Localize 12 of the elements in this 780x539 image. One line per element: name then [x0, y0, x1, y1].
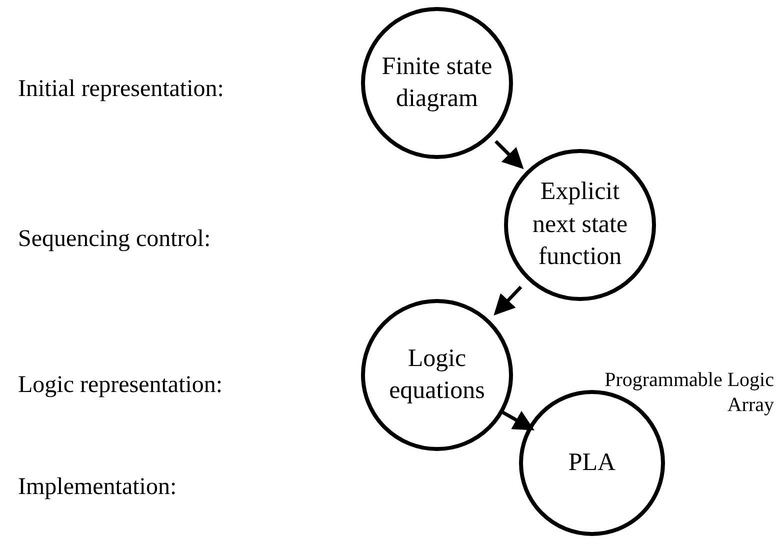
row-label: Logic representation: — [18, 372, 223, 399]
row-label: Implementation: — [18, 474, 177, 501]
node-label: Finite state diagram — [380, 52, 494, 114]
node-label: Logic equations — [388, 344, 486, 406]
node-caption: Programmable Logic Array — [604, 368, 774, 418]
row-label: Initial representation: — [18, 76, 224, 103]
arrow — [494, 286, 522, 316]
row-label: Sequencing control: — [18, 226, 211, 253]
node-label: PLA — [568, 448, 616, 478]
node-label: Explicit next state function — [531, 177, 629, 272]
arrow — [499, 409, 534, 430]
arrow — [494, 140, 524, 170]
